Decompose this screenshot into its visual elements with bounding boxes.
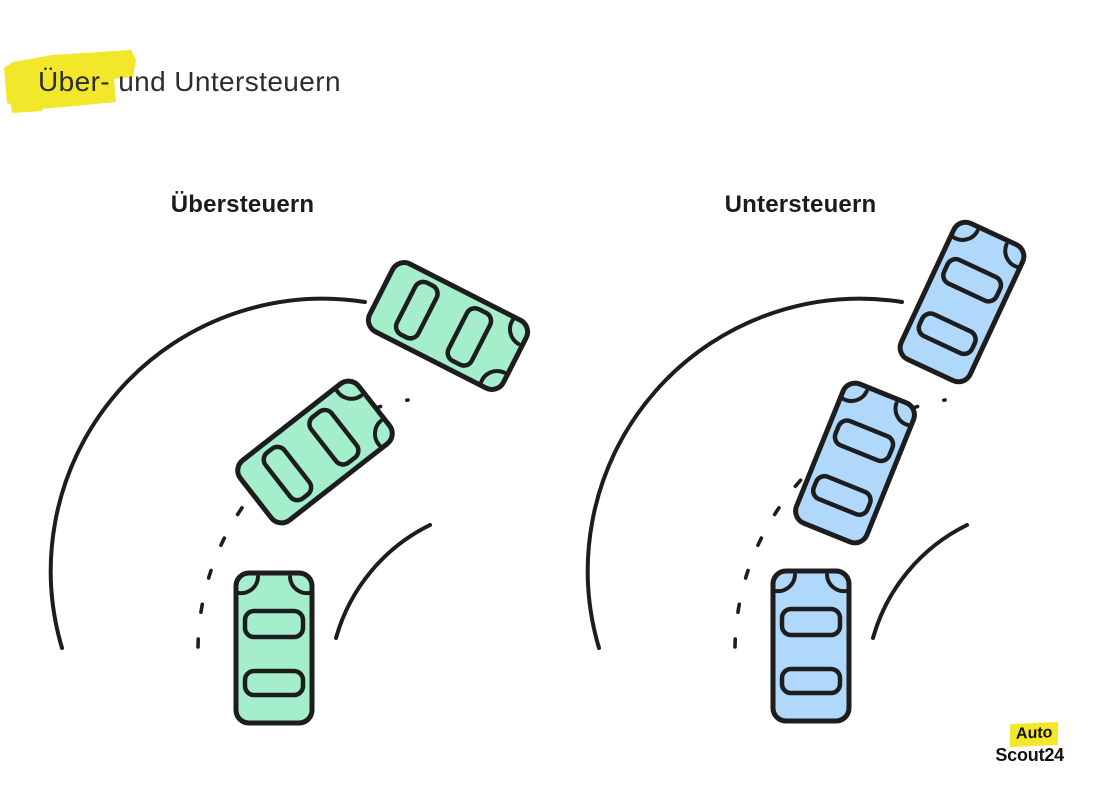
understeer-outer-road-edge bbox=[585, 296, 904, 650]
understeer-car-start bbox=[773, 571, 849, 721]
oversteer-car-sliding bbox=[233, 376, 398, 528]
page-title: Über- und Untersteuern bbox=[38, 66, 341, 97]
understeer-car-drifting bbox=[792, 379, 919, 547]
understeer-cars bbox=[773, 218, 1028, 721]
understeer-intended-path-dashed bbox=[733, 398, 947, 649]
oversteer-outer-road-edge bbox=[48, 296, 367, 650]
autoscout24-logo: Auto Scout24 bbox=[978, 721, 1064, 766]
understeer-heading: Untersteuern bbox=[724, 191, 877, 218]
oversteer-inner-road-edge bbox=[334, 523, 432, 640]
understeer-diagram bbox=[585, 218, 1028, 721]
oversteer-heading: Übersteuern bbox=[170, 191, 315, 218]
title-highlight bbox=[4, 50, 136, 113]
logo-badge: Auto bbox=[1009, 721, 1059, 747]
oversteer-car-start bbox=[236, 573, 312, 723]
highlight-swoosh-tail bbox=[10, 98, 44, 113]
oversteer-car-spun bbox=[364, 258, 532, 394]
logo-text: Scout24 bbox=[995, 744, 1064, 765]
oversteer-diagram bbox=[48, 258, 533, 723]
understeer-inner-road-edge bbox=[871, 523, 969, 640]
highlight-swoosh-shape bbox=[4, 50, 136, 110]
understeer-car-wide bbox=[896, 218, 1028, 386]
oversteer-cars bbox=[233, 258, 533, 723]
